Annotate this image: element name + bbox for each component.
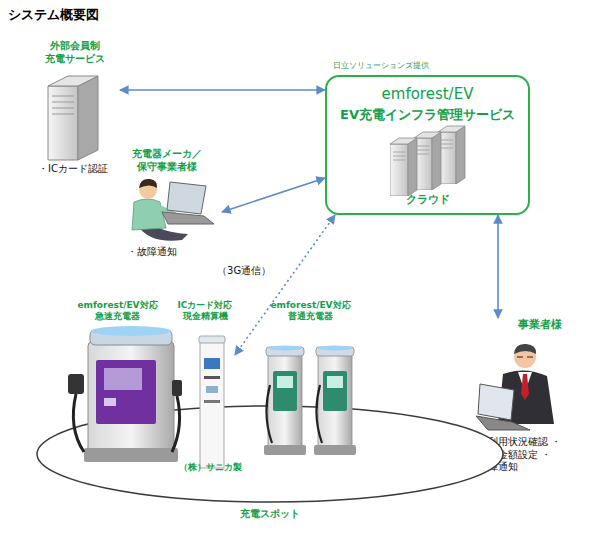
charger-light: [91, 326, 171, 336]
connector-arrow: [497, 215, 499, 318]
provider-note: 日立ソリューションズ提供: [333, 61, 533, 71]
server-slots: [52, 96, 74, 114]
charger-button: [104, 398, 116, 406]
person-arm: [156, 206, 174, 214]
external-service-node: 外部会員制 充電サービス・ICカード認証: [30, 40, 120, 180]
person-head: [139, 181, 157, 199]
person-hair: [139, 179, 157, 188]
charging-spot-ellipse: 充電スポットemforest/EV対応 急速充電器ICカード対応 現金精算機em…: [35, 400, 505, 525]
server-top: [48, 76, 98, 86]
charger-gun: [172, 380, 182, 396]
operator-person: [476, 344, 554, 430]
cloud-label: クラウド: [327, 193, 528, 207]
server-side: [78, 76, 98, 160]
person-shirt: [132, 199, 166, 230]
machine-display: [204, 358, 220, 369]
rapid-charger-node: emforest/EV対応 急速充電器: [55, 300, 180, 465]
server-tower: [438, 126, 465, 184]
spot-label: 充電スポット: [35, 508, 505, 521]
maker-note: （株）サニカ製: [168, 462, 252, 473]
machine-slot: [204, 376, 220, 379]
server-icon: [48, 76, 98, 160]
charger-screen: [104, 368, 142, 390]
device-heading: ICカード対応 現金精算機: [175, 300, 235, 323]
cloud-service-box: 日立ソリューションズ提供emforest/EVEV充電インフラ管理サービスクラウ…: [325, 75, 530, 215]
cloud-servers: [390, 126, 465, 196]
machine-coin-slot: [204, 400, 220, 403]
person-legs: [138, 222, 188, 241]
ellipse-outline: [35, 400, 505, 505]
service-title: EV充電インフラ管理サービス: [327, 107, 528, 123]
dotted-connector: [235, 215, 335, 355]
cash-machine-node: ICカード対応 現金精算機: [175, 300, 235, 475]
connector-arrow: [222, 178, 325, 212]
laptop-screen: [478, 384, 514, 420]
person-collar: [518, 372, 532, 392]
laptop-base: [476, 416, 530, 430]
device-heading: emforest/EV対応 普通充電器: [258, 300, 363, 323]
server-tower: [414, 132, 441, 190]
server-tower: [390, 138, 417, 196]
charger-gun: [68, 374, 84, 394]
bullet-text: ・ICカード認証: [38, 163, 120, 176]
normal-charger-node: emforest/EV対応 普通充電器: [258, 300, 363, 460]
charger-cap: [90, 330, 172, 345]
service-name: emforest/EV: [327, 85, 528, 104]
node-heading: 外部会員制 充電サービス: [30, 40, 120, 65]
laptop-screen: [167, 182, 206, 214]
laptop-base: [162, 212, 214, 224]
node-heading: 充電器メーカ／ 保守事業者様: [112, 148, 222, 173]
maintenance-node: 充電器メーカ／ 保守事業者様・故障通知: [112, 148, 222, 260]
maintenance-person: [132, 179, 214, 241]
edge-label: （3G通信）: [217, 265, 271, 277]
bullet-text: ・故障通知: [127, 246, 222, 259]
machine-card-reader: [206, 386, 218, 393]
person-arm: [494, 392, 506, 412]
machine-cap: [199, 336, 225, 343]
person-hair: [514, 344, 536, 354]
server-front: [48, 86, 78, 160]
person-suit: [498, 370, 554, 424]
connector-arrow: [120, 89, 325, 91]
person-glasses: [517, 356, 533, 357]
person-head: [514, 346, 536, 368]
device-heading: emforest/EV対応 急速充電器: [55, 300, 180, 323]
spot-ellipse: [37, 406, 503, 502]
node-heading: 事業者様: [500, 318, 580, 332]
diagram-title: システム概要図: [8, 6, 99, 24]
person-tie: [521, 374, 529, 400]
